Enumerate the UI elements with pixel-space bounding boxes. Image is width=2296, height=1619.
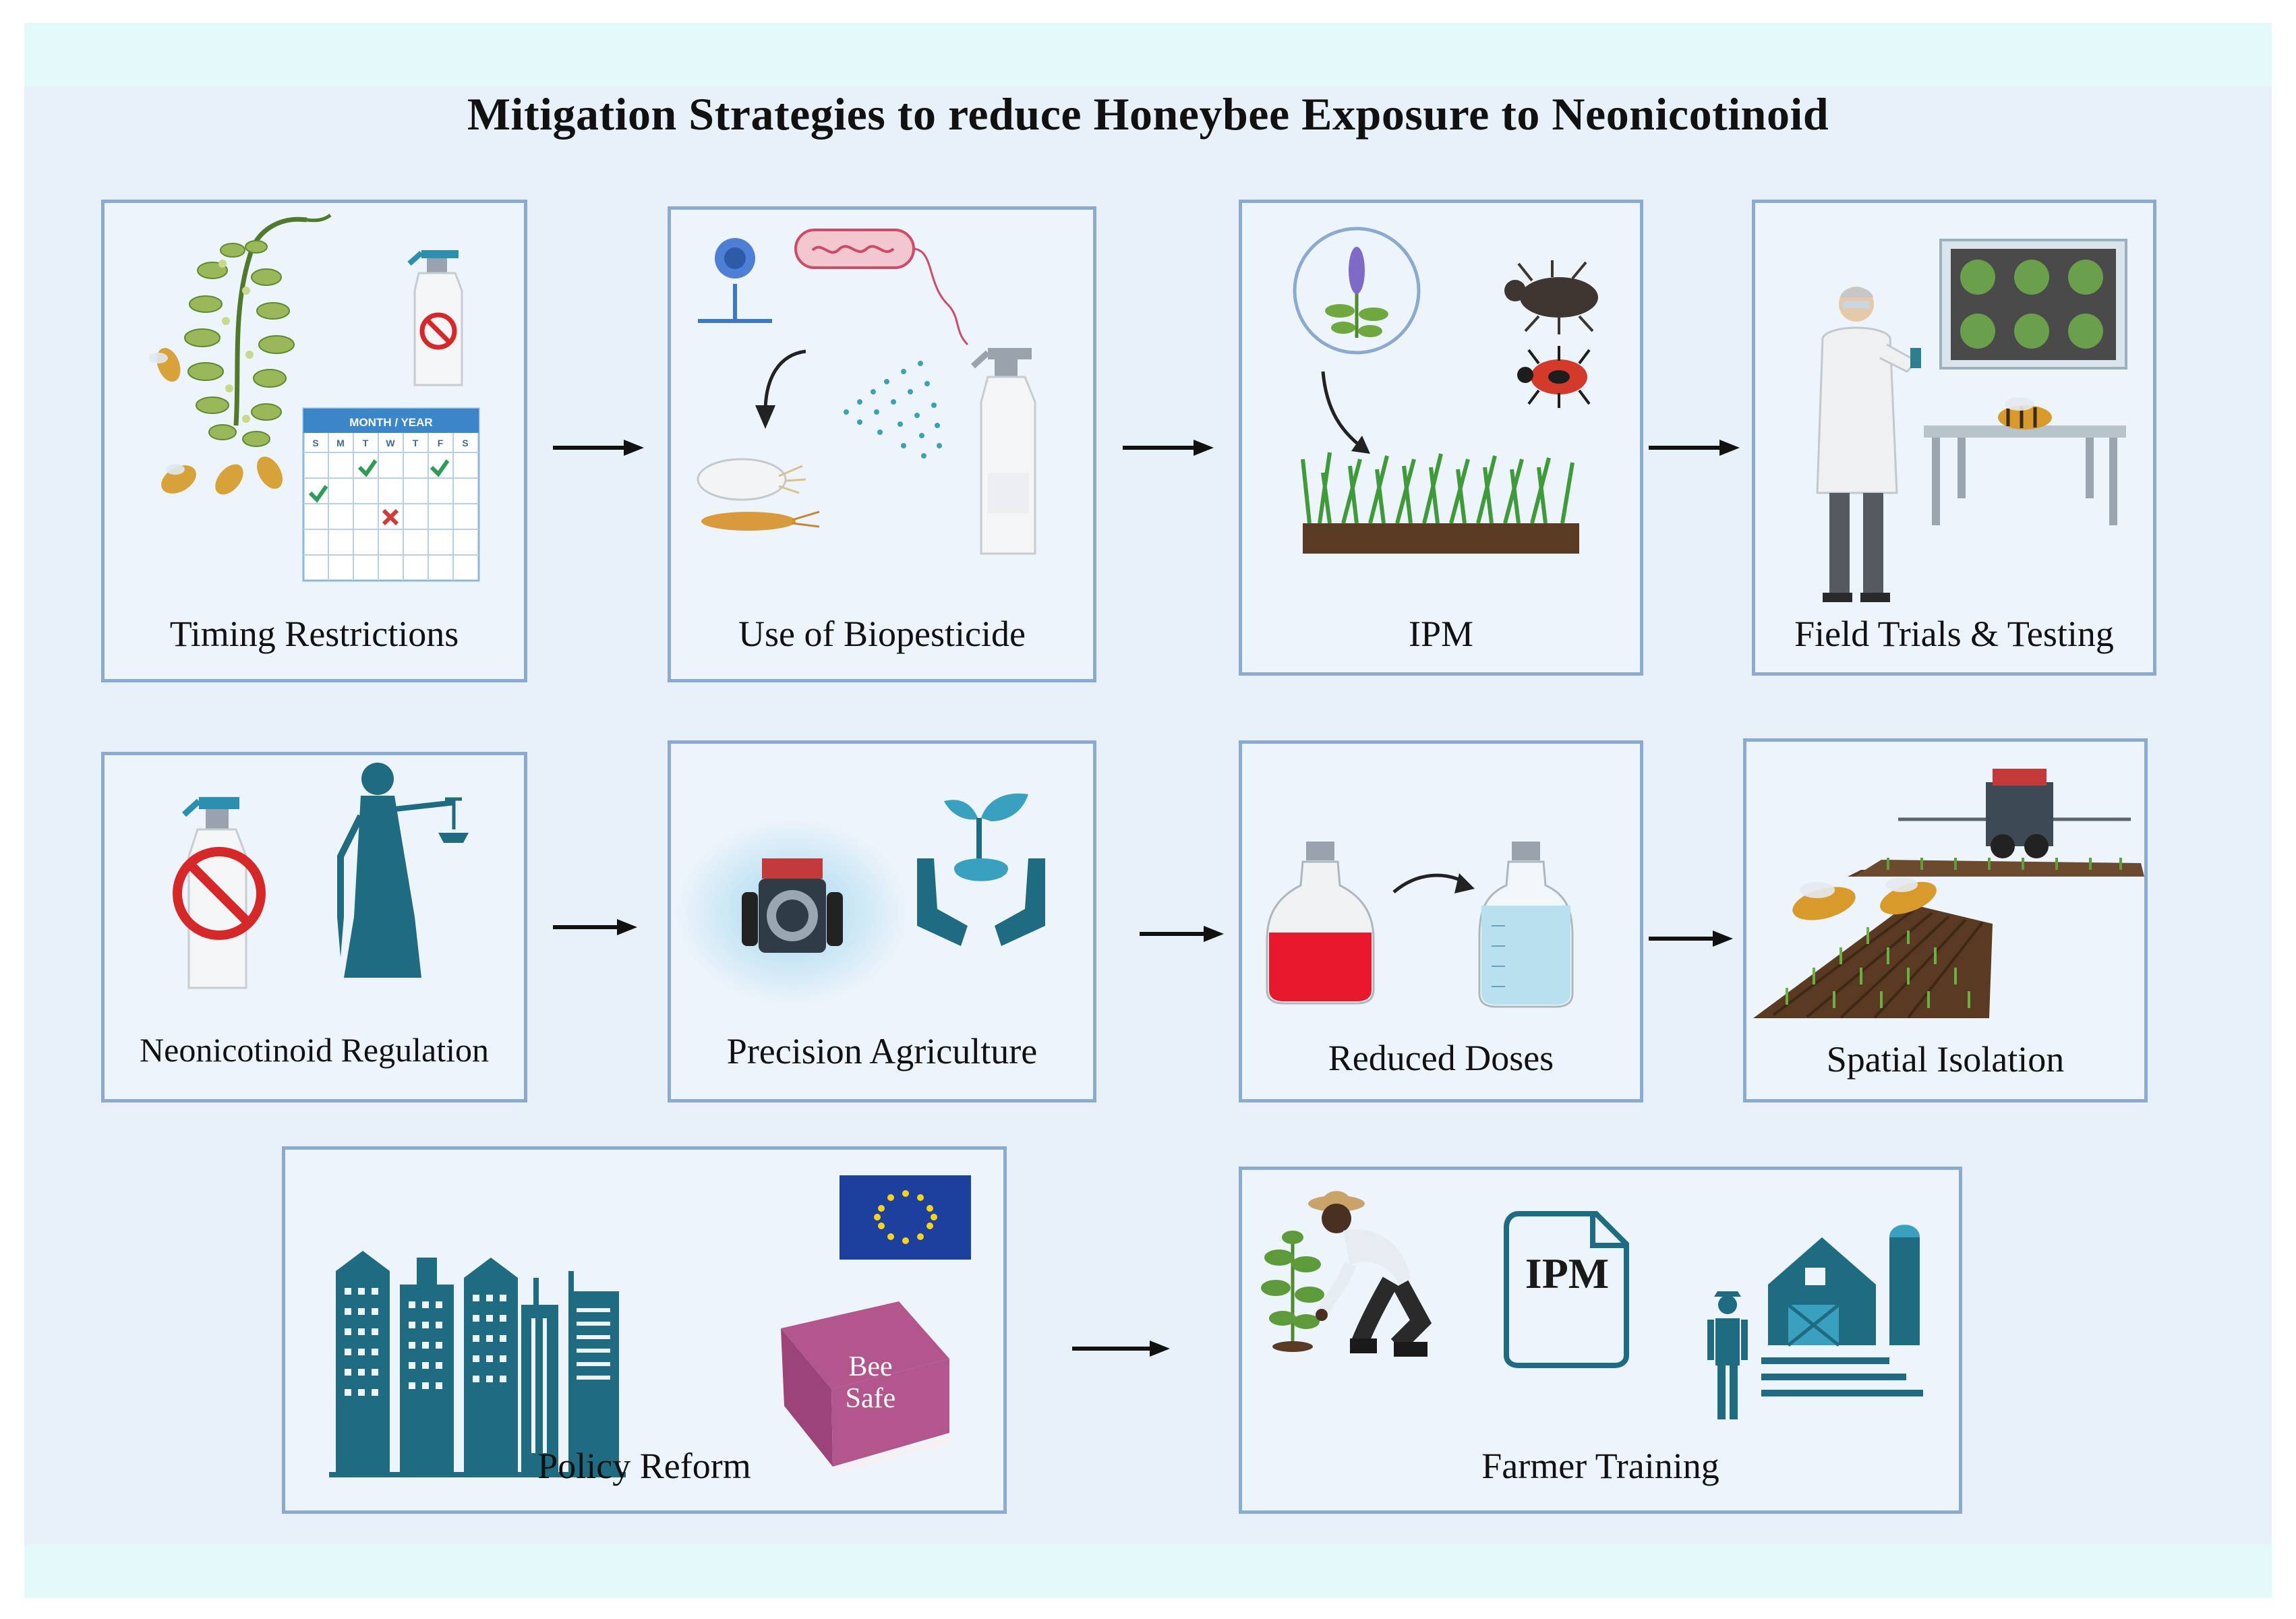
calendar-day: F <box>438 438 444 448</box>
calendar-day: S <box>462 438 468 448</box>
bees-field-icon <box>1753 877 1993 1019</box>
arrow-icon <box>553 919 637 935</box>
strategy-label: Farmer Training <box>1481 1446 1719 1486</box>
calendar-day: T <box>413 438 419 448</box>
prohibited-spray-icon <box>173 797 266 989</box>
city-buildings-icon <box>329 1251 626 1477</box>
calendar-day: T <box>363 438 369 448</box>
arrow-icon <box>1123 440 1214 456</box>
book-icon <box>781 1301 949 1473</box>
hands-plant-icon <box>917 793 1045 946</box>
calendar-day: S <box>312 438 318 448</box>
tractor-sensor-icon <box>674 818 910 1007</box>
farmer-barn-icon <box>1707 1225 1923 1419</box>
curved-arrow-icon <box>1392 873 1475 893</box>
strategy-label: Spatial Isolation <box>1826 1039 2065 1080</box>
lady-justice-icon <box>337 763 469 978</box>
calendar-day: M <box>336 438 345 448</box>
field-sprayer-icon <box>1848 769 2144 877</box>
strategy-label: Timing Restrictions <box>169 614 459 654</box>
bee-icon <box>149 347 283 495</box>
farmer-planting-icon <box>1261 1191 1432 1357</box>
book-title-line1: Bee <box>848 1351 892 1382</box>
book-title-line2: Safe <box>846 1383 896 1414</box>
lab-table-icon <box>1924 425 2126 525</box>
larvae-icon <box>697 458 820 531</box>
box-farmer-training: IPM Farmer Training <box>1239 1167 1962 1514</box>
grass-soil-icon <box>1301 452 1579 554</box>
arrow-icon <box>1649 440 1740 456</box>
blue-bottle-icon <box>1478 842 1574 1008</box>
spray-bottle-icon <box>970 348 1036 555</box>
strategy-label: IPM <box>1408 614 1474 654</box>
red-bottle-icon <box>1266 842 1375 1005</box>
box-policy-reform: Bee Safe Policy Reform <box>282 1146 1007 1514</box>
fungus-icon <box>698 238 772 323</box>
bee-icon <box>1998 397 2052 430</box>
calendar-header: MONTH / YEAR <box>349 416 432 429</box>
spray-bottle-prohibited-icon <box>407 250 463 386</box>
ipm-document-text: IPM <box>1525 1249 1609 1297</box>
box-neonicotinoid-regulation: Neonicotinoid Regulation <box>101 752 527 1102</box>
strategy-label: Neonicotinoid Regulation <box>140 1031 489 1069</box>
box-ipm: IPM <box>1239 200 1643 676</box>
diagram-title: Mitigation Strategies to reduce Honeybee… <box>467 88 1829 140</box>
calendar-day: W <box>386 438 395 448</box>
arrow-icon <box>1649 931 1733 947</box>
arrow-icon <box>1140 926 1224 942</box>
box-spatial-isolation: Spatial Isolation <box>1743 738 2148 1102</box>
spray-mist-icon <box>844 361 942 459</box>
calendar-icon <box>302 407 480 582</box>
top-band <box>24 23 2272 86</box>
arrow-icon <box>553 440 644 456</box>
strategy-label: Policy Reform <box>537 1446 751 1486</box>
red-bug-icon <box>1517 346 1591 408</box>
bottom-band <box>24 1544 2272 1598</box>
scientist-icon <box>1816 287 1921 602</box>
strategy-label: Use of Biopesticide <box>738 614 1026 654</box>
beetle-icon <box>1504 260 1598 334</box>
arrow-icon <box>1072 1341 1170 1357</box>
box-reduced-doses: Reduced Doses <box>1239 740 1643 1102</box>
ipm-document-icon <box>1504 1211 1629 1368</box>
strategy-label: Precision Agriculture <box>726 1031 1038 1071</box>
strategy-label: Reduced Doses <box>1328 1038 1554 1078</box>
bacterium-icon <box>794 229 969 346</box>
box-field-trials-testing: Field Trials & Testing <box>1752 200 2156 676</box>
plant-with-bees-icon <box>149 214 332 495</box>
strategy-label: Field Trials & Testing <box>1794 614 2114 654</box>
box-precision-agriculture: Precision Agriculture <box>668 740 1096 1102</box>
box-use-of-biopesticide: Use of Biopesticide <box>668 206 1096 682</box>
plant-tray-icon <box>1939 239 2127 370</box>
flower-circle-icon <box>1293 227 1421 355</box>
eu-flag-icon <box>840 1175 971 1260</box>
box-timing-restrictions: MONTH / YEAR S M T W T F S Timing Restri… <box>101 200 527 682</box>
